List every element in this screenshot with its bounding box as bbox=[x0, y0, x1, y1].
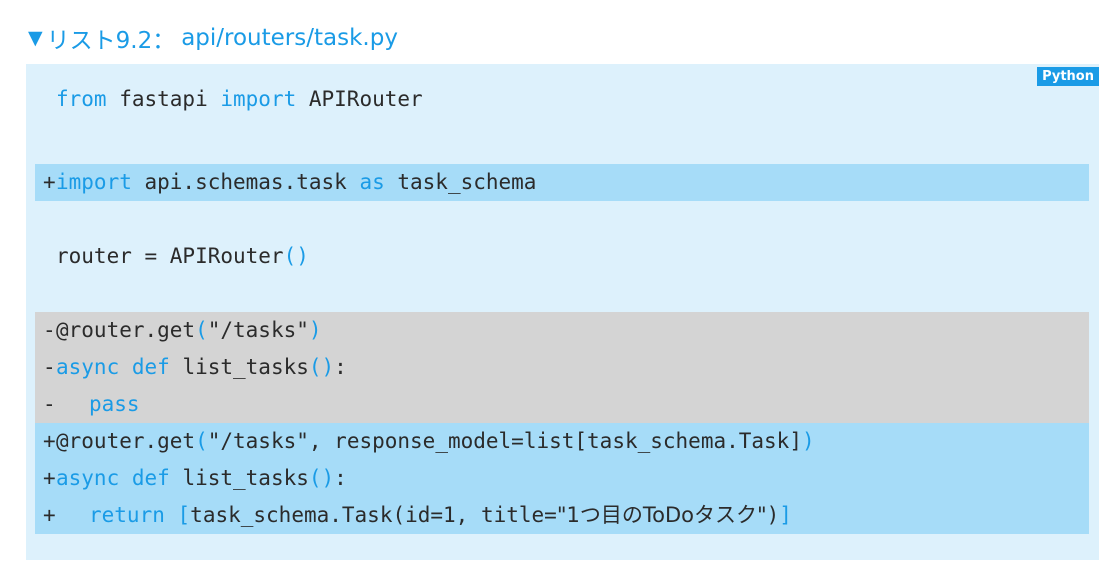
punctuation: ) bbox=[308, 318, 322, 342]
code-text bbox=[165, 503, 178, 527]
code-line-8: +async def list_tasks(): bbox=[35, 460, 1089, 497]
punctuation: ( bbox=[195, 429, 208, 453]
diff-marker: + bbox=[43, 429, 56, 453]
code-line-1: from fastapi import APIRouter bbox=[35, 81, 1089, 118]
keyword: as bbox=[359, 170, 385, 194]
diff-marker bbox=[43, 81, 56, 118]
diff-marker: + bbox=[43, 466, 56, 490]
code-text: fastapi bbox=[106, 87, 221, 111]
punctuation: () bbox=[308, 355, 335, 379]
diff-marker: + bbox=[43, 503, 56, 527]
punctuation: ( bbox=[195, 318, 208, 342]
code-line-7: +@router.get("/tasks", response_model=li… bbox=[35, 423, 1089, 460]
keyword: return bbox=[89, 503, 165, 527]
code-text: list_tasks bbox=[169, 466, 309, 490]
keyword: from bbox=[56, 87, 107, 111]
diff-marker: - bbox=[43, 355, 56, 379]
code-text: router = APIRouter bbox=[56, 244, 284, 268]
punctuation: ) bbox=[801, 429, 815, 453]
diff-marker: + bbox=[43, 170, 56, 194]
code-text: @router.get bbox=[56, 318, 196, 342]
code-line-9: + return [task_schema.Task(id=1, title="1… bbox=[35, 497, 1089, 534]
diff-marker: - bbox=[43, 392, 56, 416]
code-text: api.schemas.task bbox=[131, 170, 360, 194]
code-text: @router.get bbox=[56, 429, 196, 453]
listing-label: リスト9.2： bbox=[46, 28, 176, 54]
keyword: async def bbox=[56, 466, 170, 490]
code-text: task_schema bbox=[384, 170, 537, 194]
code-text: ) bbox=[766, 503, 780, 527]
triangle-down-icon: ▼ bbox=[28, 27, 43, 49]
punctuation: () bbox=[308, 466, 335, 490]
code-text: , response_model=list[task_schema.Task] bbox=[308, 429, 802, 453]
code-line-2: +import api.schemas.task as task_schema bbox=[35, 164, 1089, 201]
code-text: list_tasks bbox=[169, 355, 309, 379]
code-text: task_schema.Task(id=1, title= bbox=[190, 503, 557, 527]
keyword: import bbox=[56, 170, 132, 194]
keyword: async def bbox=[56, 355, 170, 379]
string-literal: "/tasks" bbox=[207, 318, 309, 342]
code-block: Python from fastapi import APIRouter +im… bbox=[26, 64, 1099, 560]
code-line-3: router = APIRouter() bbox=[35, 238, 1089, 275]
keyword: import bbox=[220, 87, 297, 111]
listing-caption: ▼ リスト9.2： api/routers/task.py bbox=[28, 20, 398, 56]
code-line-4: -@router.get("/tasks") bbox=[35, 312, 1089, 349]
diff-marker bbox=[43, 238, 56, 275]
punctuation: [ bbox=[177, 503, 191, 527]
code-text: : bbox=[334, 466, 347, 490]
string-literal: "1つ目のToDoタスク" bbox=[556, 503, 767, 527]
listing-filename: api/routers/task.py bbox=[181, 25, 398, 51]
code-text: APIRouter bbox=[296, 87, 423, 111]
code-line-6: - pass bbox=[35, 386, 1089, 423]
string-literal: "/tasks" bbox=[207, 429, 309, 453]
punctuation: () bbox=[283, 244, 309, 268]
code-line-5: -async def list_tasks(): bbox=[35, 349, 1089, 386]
language-badge: Python bbox=[1037, 67, 1099, 86]
keyword: pass bbox=[89, 392, 140, 416]
punctuation: ] bbox=[779, 503, 792, 527]
diff-marker: - bbox=[43, 318, 56, 342]
code-text: : bbox=[334, 355, 347, 379]
